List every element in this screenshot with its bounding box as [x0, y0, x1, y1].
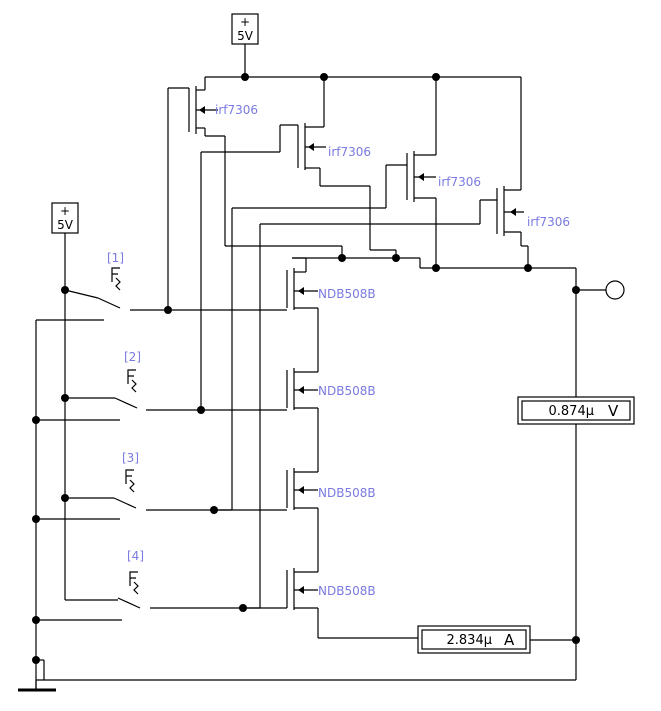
nmos-2-label: NDB508B [318, 384, 376, 398]
nmos-3[interactable]: NDB508B [286, 468, 376, 510]
pmos-1[interactable]: irf7306 [188, 86, 258, 134]
nmos-4[interactable]: NDB508B [286, 568, 376, 610]
nmos-1-label: NDB508B [318, 287, 376, 301]
voltmeter[interactable]: 0.874μ V [517, 396, 635, 425]
output-node [572, 268, 625, 680]
pmos-drain-wires [204, 128, 576, 272]
ammeter[interactable]: 2.834μ A [417, 625, 576, 654]
pmos-3[interactable]: irf7306 [406, 151, 481, 202]
ammeter-unit: A [504, 631, 515, 649]
pmos-1-label: irf7306 [215, 103, 258, 117]
input-switch-1[interactable]: [1] [97, 251, 168, 311]
switch-3-label: [3] [122, 451, 139, 465]
voltmeter-value: 0.874μ [549, 404, 595, 419]
nmos-3-label: NDB508B [318, 486, 376, 500]
input-switch-2[interactable]: [2] [114, 350, 201, 411]
ammeter-value: 2.834μ [447, 633, 493, 648]
switch-input-wires [32, 233, 122, 690]
ground [18, 659, 576, 692]
pmos-3-label: irf7306 [438, 175, 481, 189]
pmos-2-label: irf7306 [328, 145, 371, 159]
supply-top-label: 5V [237, 29, 254, 43]
switch-2-label: [2] [124, 350, 141, 364]
input-switch-3[interactable]: [3] [113, 451, 214, 511]
pmos-4-label: irf7306 [527, 215, 570, 229]
nmos-4-label: NDB508B [318, 584, 376, 598]
nmos-1[interactable]: NDB508B [286, 257, 376, 310]
nmos-stack-wires [317, 308, 418, 639]
switch-1-label: [1] [107, 251, 124, 265]
gate-wires [164, 87, 497, 612]
voltmeter-unit: V [608, 402, 619, 420]
supply-top[interactable]: + 5V [231, 13, 259, 77]
supply-left-label: 5V [57, 218, 74, 232]
supply-left[interactable]: + 5V [51, 202, 79, 234]
output-probe-icon[interactable] [605, 280, 625, 300]
supply-top-plus: + [240, 15, 250, 29]
pmos-4[interactable]: irf7306 [496, 186, 570, 236]
nmos-2[interactable]: NDB508B [286, 368, 376, 410]
pmos-2[interactable]: irf7306 [297, 123, 371, 170]
supply-left-plus: + [60, 204, 70, 218]
input-switch-4[interactable]: [4] [117, 549, 243, 609]
switch-4-label: [4] [127, 549, 144, 563]
vdd-rail [204, 73, 522, 190]
